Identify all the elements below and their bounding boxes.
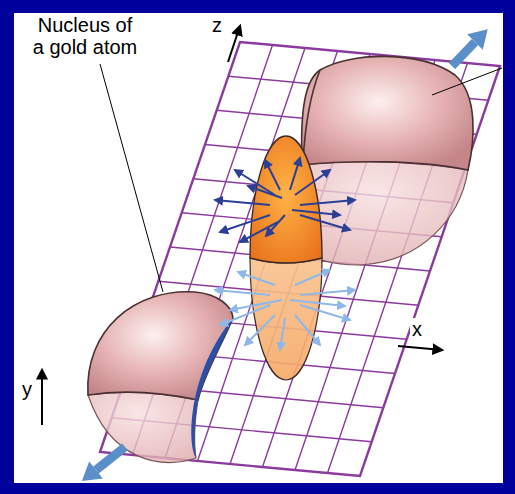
y-axis-arrow bbox=[41, 370, 43, 425]
leader-line bbox=[100, 64, 163, 292]
flow-arrow bbox=[215, 290, 270, 295]
flow-arrow bbox=[300, 290, 355, 295]
overlap-upper-half bbox=[250, 136, 322, 263]
flow-arrow bbox=[295, 315, 320, 345]
flow-arrow bbox=[290, 158, 300, 190]
axis-label: x bbox=[410, 318, 424, 340]
motion-arrow-shaft bbox=[96, 447, 125, 470]
x-axis-arrow bbox=[398, 346, 442, 350]
flow-arrow bbox=[265, 160, 280, 190]
axis-label: z bbox=[212, 14, 222, 36]
nucleus-upper-half bbox=[88, 292, 233, 400]
nucleus-upper-half bbox=[302, 56, 473, 170]
flow-arrow bbox=[300, 200, 355, 205]
flow-arrow bbox=[230, 300, 282, 310]
flow-arrow bbox=[300, 215, 350, 230]
flow-arrow bbox=[245, 315, 275, 345]
motion-arrow bbox=[82, 447, 125, 481]
flow-arrow bbox=[280, 318, 285, 350]
overlap-lower-half bbox=[250, 258, 322, 380]
overlap-region bbox=[250, 136, 322, 380]
nucleus-lower-half bbox=[88, 392, 198, 462]
flow-arrow bbox=[290, 300, 345, 306]
flow-arrow bbox=[240, 222, 278, 242]
flow-arrow bbox=[215, 200, 270, 205]
part-label: Nucleus of a gold atom bbox=[31, 14, 139, 58]
flow-arrow bbox=[235, 170, 275, 195]
white-panel bbox=[14, 13, 503, 483]
flow-arrow bbox=[266, 215, 285, 236]
motion-arrow-shaft bbox=[452, 42, 475, 66]
motion-arrow-head bbox=[467, 29, 488, 50]
flow-arrows-lower bbox=[215, 270, 355, 350]
motion-arrow bbox=[452, 29, 488, 66]
flow-arrow bbox=[295, 170, 330, 195]
flow-arrow bbox=[300, 305, 350, 320]
leader-line bbox=[432, 68, 502, 95]
nucleus-cut-face bbox=[191, 318, 233, 458]
flow-arrows-upper bbox=[215, 158, 355, 242]
flow-arrow bbox=[295, 270, 330, 285]
flow-arrow bbox=[292, 210, 340, 215]
z-axis-arrow bbox=[228, 26, 240, 62]
motion-arrow-head bbox=[82, 461, 103, 481]
flow-arrow bbox=[238, 272, 275, 285]
gold-nucleus bbox=[301, 56, 473, 265]
flow-arrow bbox=[248, 186, 282, 198]
gold-nucleus bbox=[88, 292, 233, 463]
axis-label: y bbox=[22, 378, 32, 400]
